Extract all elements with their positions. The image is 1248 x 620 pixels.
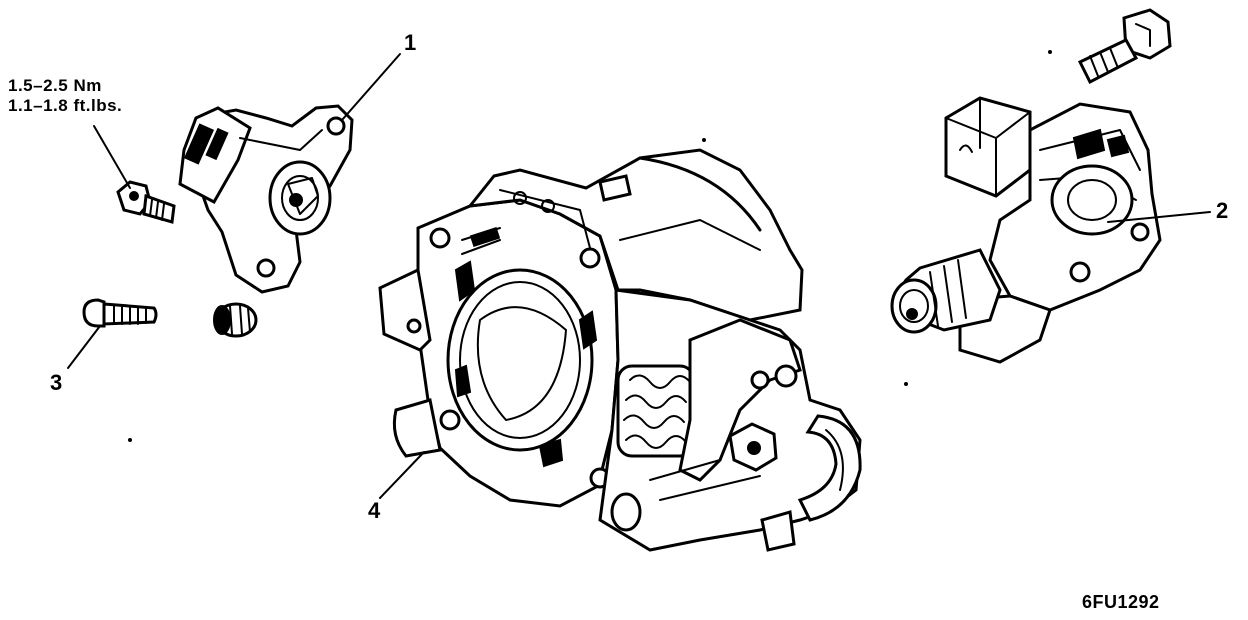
scan-specks [128,50,1052,442]
torque-ftlbs: 1.1–1.8 ft.lbs. [8,96,123,115]
callout-3: 3 [50,370,63,395]
leader-line-4 [379,451,425,499]
throttle-position-sensor [178,104,354,294]
throttle-body [378,148,862,552]
sleeve-part [213,302,258,338]
torque-nm: 1.5–2.5 Nm [8,76,102,95]
leader-line-torque [93,125,131,189]
leader-lines [67,53,1211,499]
callout-4: 4 [368,498,381,523]
sensor-mounting-bolt [116,180,176,224]
leader-line-3 [67,325,101,369]
leader-line-1 [341,53,401,121]
torque-spec: 1.5–2.5 Nm 1.1–1.8 ft.lbs. [8,76,122,116]
figure-reference: 6FU1292 [1082,592,1160,612]
leader-line-2 [1107,211,1211,223]
screw-part-3 [82,298,158,328]
callout-2: 2 [1216,198,1229,223]
idle-air-control-valve [890,8,1172,364]
callout-1: 1 [404,30,417,55]
